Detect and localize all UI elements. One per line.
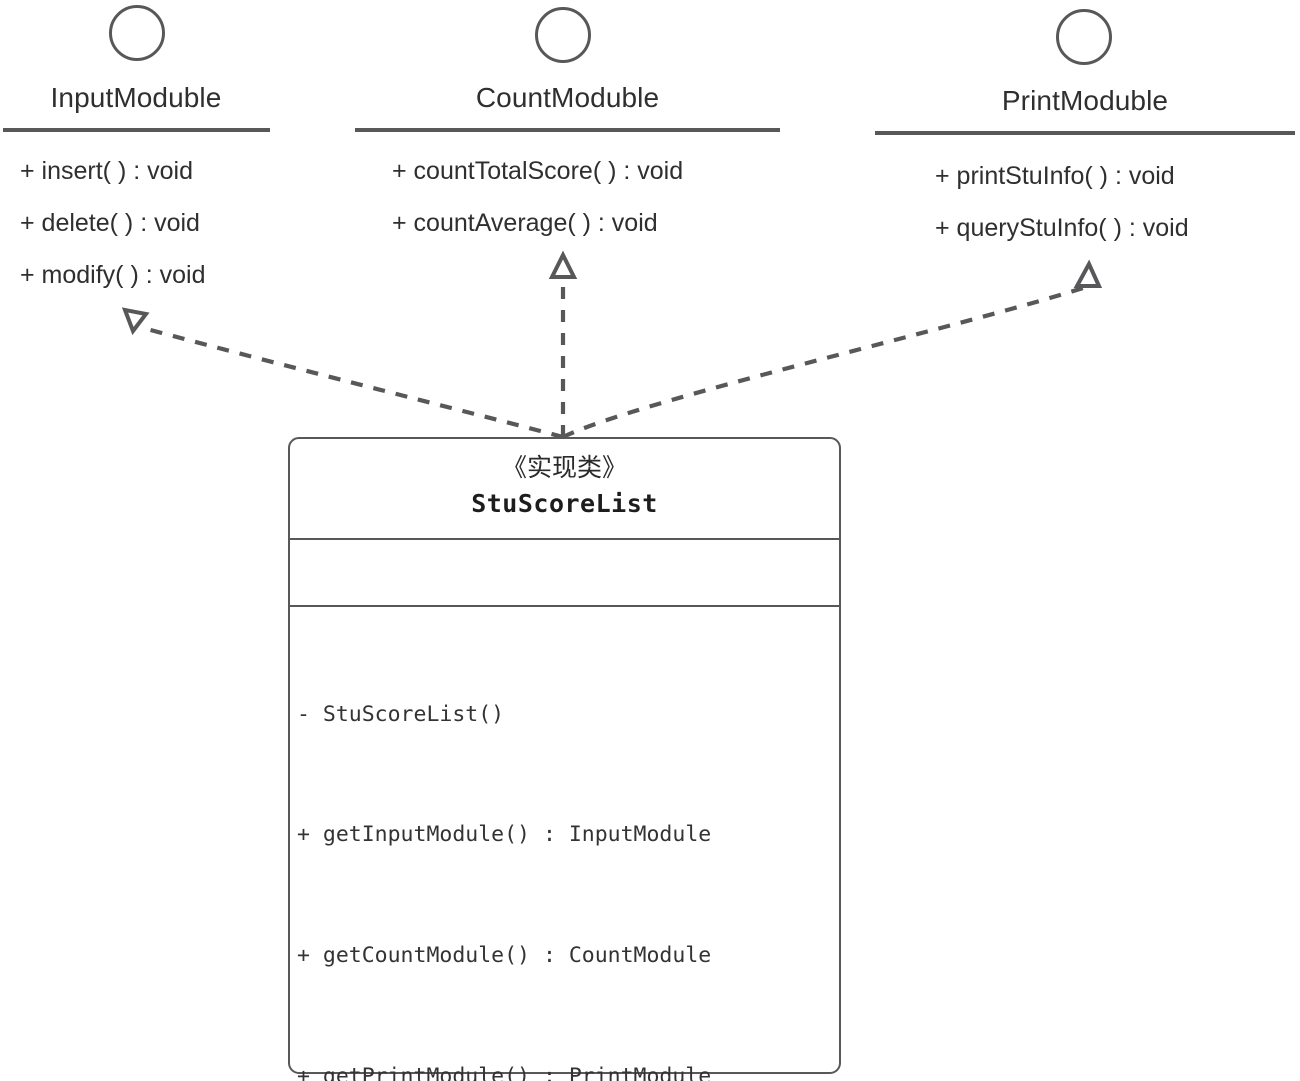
class-operation: - StuScoreList() <box>297 701 505 727</box>
interface-circle-icon <box>535 7 591 63</box>
interface-name-input: InputModuble <box>50 82 222 113</box>
class-operation: + getCountModule() : CountModule <box>297 943 712 969</box>
class-operation: + getInputModule() : InputModule <box>297 822 712 848</box>
interface-operation: + countTotalScore( ) : void <box>392 157 684 185</box>
interface-operation: + countAverage( ) : void <box>392 209 658 237</box>
class-box-stuscorelist: 《实现类》 StuScoreList - StuScoreList() + ge… <box>288 437 841 1081</box>
interface-operation: + insert( ) : void <box>20 157 193 185</box>
realization-arrowhead-input <box>121 307 150 336</box>
interface-circle-icon <box>109 5 165 61</box>
class-name: StuScoreList <box>471 489 658 518</box>
realization-link-print <box>562 285 1084 439</box>
class-attributes-compartment <box>290 540 839 607</box>
realization-link-input <box>142 325 564 440</box>
interface-operations-print: + printStuInfo( ) : void + queryStuInfo(… <box>935 150 1189 254</box>
interface-operation: + modify( ) : void <box>20 261 206 289</box>
class-operations-compartment: - StuScoreList() + getInputModule() : In… <box>290 607 839 1081</box>
interface-divider-print <box>875 131 1295 135</box>
interface-name-print: PrintModuble <box>1001 85 1169 116</box>
class-header: 《实现类》 StuScoreList <box>290 439 839 540</box>
interface-divider-input <box>3 128 270 132</box>
interface-divider-count <box>355 128 780 132</box>
class-operation: + getPrintModule() : PrintModule <box>297 1064 712 1081</box>
interface-operations-input: + insert( ) : void + delete( ) : void + … <box>20 145 205 301</box>
class-stereotype: 《实现类》 <box>501 453 627 482</box>
interface-operation: + printStuInfo( ) : void <box>935 162 1175 190</box>
interface-operation: + queryStuInfo( ) : void <box>935 214 1189 242</box>
realization-arrowhead-count <box>548 250 578 279</box>
interface-name-count: CountModuble <box>475 82 660 113</box>
interface-operation: + delete( ) : void <box>20 209 200 237</box>
interface-operations-count: + countTotalScore( ) : void + countAvera… <box>392 145 683 249</box>
realization-arrowhead-print <box>1073 259 1103 288</box>
interface-circle-icon <box>1056 9 1112 65</box>
